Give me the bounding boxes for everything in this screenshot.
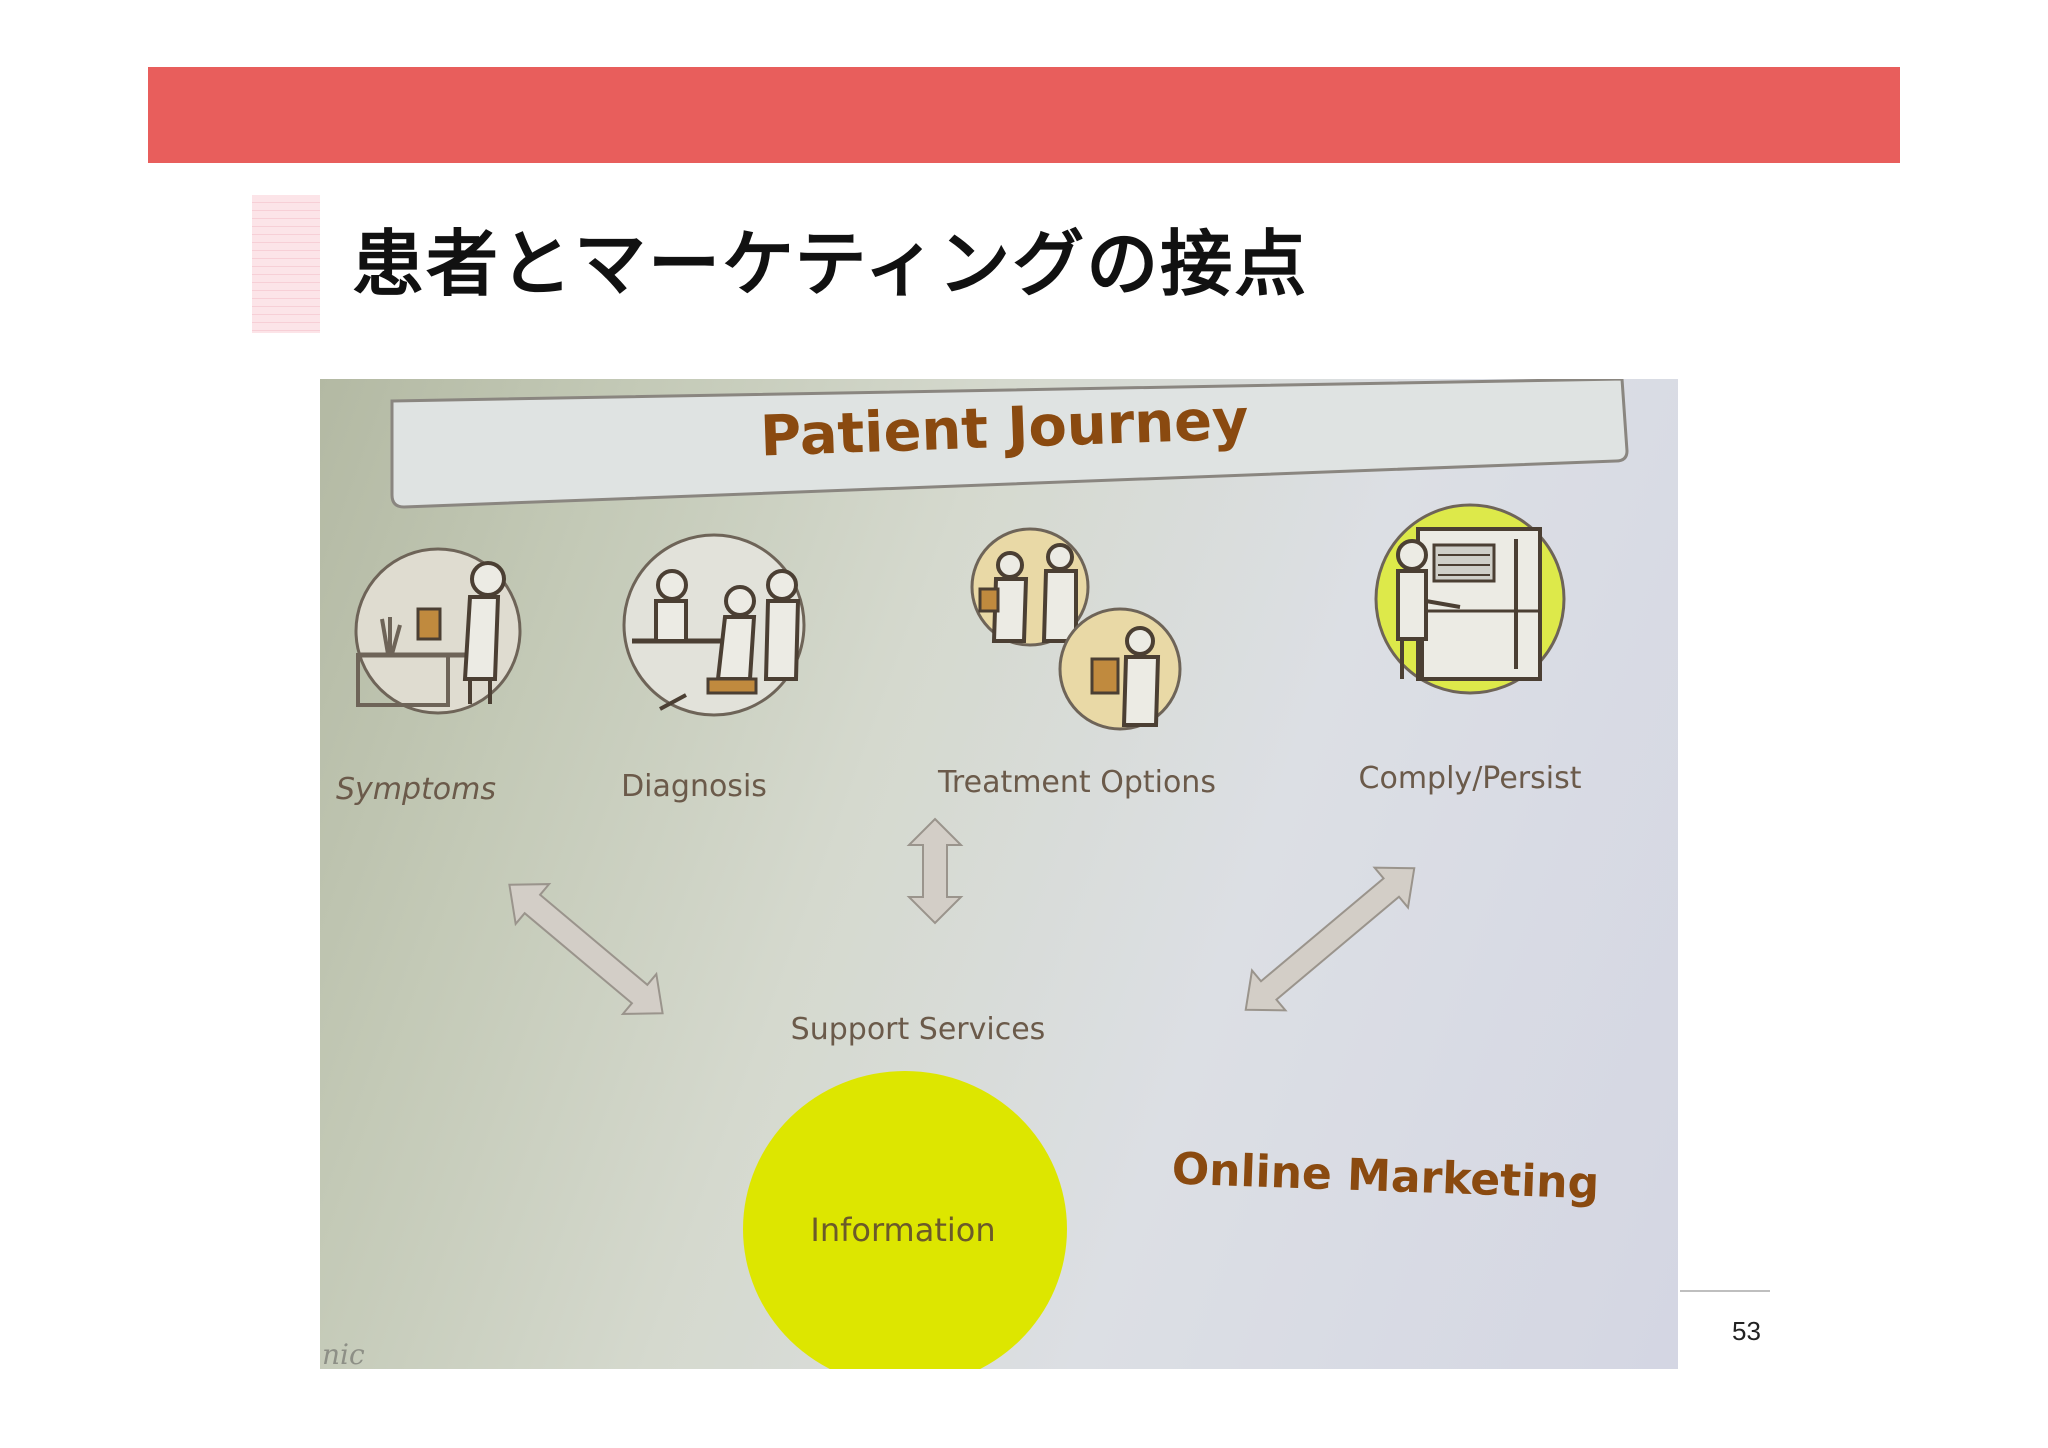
online-marketing-tagline: Online Marketing (1171, 1144, 1600, 1210)
patient-journey-photo: Patient Journey (320, 379, 1678, 1369)
symptoms-illustration-icon (354, 547, 522, 715)
footer-rule (1680, 1290, 1770, 1292)
diagnosis-illustration-icon (622, 533, 806, 717)
page-number: 53 (1732, 1316, 1761, 1346)
hub-label: Support Services (791, 1012, 1046, 1047)
title-marker (252, 195, 320, 333)
treatment-illustration-icon (970, 527, 1182, 731)
pharmacy-illustration-icon (1374, 503, 1566, 695)
information-label: Information (810, 1211, 995, 1249)
corner-fragment: nic (322, 1338, 365, 1369)
stage-label-treatment: Treatment Options (937, 765, 1216, 800)
double-arrow-icon (508, 883, 664, 1015)
information-circle (743, 1071, 1067, 1369)
slide-title: 患者とマーケティングの接点 (352, 222, 1309, 306)
heading-box (390, 379, 1629, 509)
double-arrow-icon (906, 817, 964, 925)
patient-journey-diagram: Patient Journey (322, 379, 1629, 1369)
double-arrow-icon (1244, 866, 1416, 1012)
stage-label-diagnosis: Diagnosis (621, 769, 767, 804)
stage-label-comply: Comply/Persist (1359, 761, 1582, 796)
stage-label-symptoms: Symptoms (336, 772, 496, 807)
header-band (148, 67, 1900, 163)
